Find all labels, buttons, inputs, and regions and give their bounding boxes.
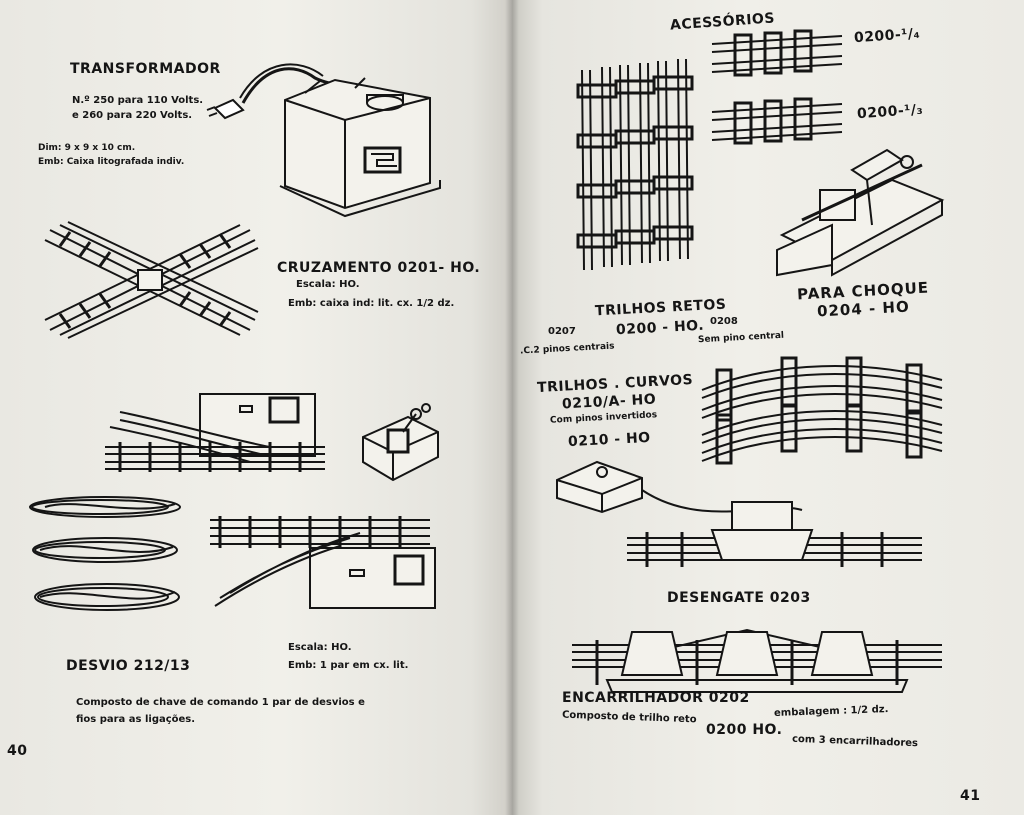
cruzamento-escala: Escala: HO. <box>296 279 360 290</box>
switch-track-illustration <box>100 392 335 480</box>
pinos-centrais: .C.2 pinos centrais <box>519 341 615 357</box>
desvio-escala: Escala: HO. <box>288 642 352 653</box>
composto-code: 0200 HO. <box>706 722 783 738</box>
composto-prefix: Composto de trilho reto <box>561 709 697 726</box>
code-0208: 0208 <box>710 316 738 327</box>
transformer-illustration <box>205 58 460 223</box>
straight-track-illustration <box>572 55 707 275</box>
sem-pino: Sem pino central <box>697 330 785 346</box>
curved-track-illustration <box>697 355 947 465</box>
desengate-title: DESENGATE 0203 <box>667 590 811 606</box>
para-choque-code: 0204 - HO <box>816 297 911 321</box>
transformador-line1: N.º 250 para 110 Volts. <box>72 95 204 106</box>
uncoupler-illustration <box>552 450 942 585</box>
book-spine <box>505 0 519 815</box>
trilhos-retos-title: TRILHOS RETOS <box>594 296 727 320</box>
crossing-track-illustration <box>40 220 260 340</box>
switch-track-illustration-2 <box>200 508 440 613</box>
transformador-title: TRANSFORMADOR <box>70 61 221 77</box>
cruzamento-title: CRUZAMENTO 0201- HO. <box>277 260 481 276</box>
composto-line2: fios para as ligações. <box>76 714 196 725</box>
right-page: ACESSÓRIOS 0200-¹/₄ 0200-¹/₃ <box>512 0 1024 815</box>
code-0210a: 0210/A- HO <box>561 391 657 413</box>
code-0210: 0210 - HO <box>567 429 652 451</box>
desvio-title: DESVIO 212/13 <box>66 658 191 674</box>
wire-coils-illustration <box>25 492 185 622</box>
page-number-right: 41 <box>960 788 981 804</box>
buffer-stop-illustration <box>772 140 947 280</box>
rerailer-illustration <box>567 620 947 700</box>
com-pinos: Com pinos invertidos <box>549 410 658 426</box>
transformador-line2: e 260 para 220 Volts. <box>72 110 193 121</box>
composto-suffix: com 3 encarrilhadores <box>791 733 919 750</box>
code-0200-ho: 0200 - HO. <box>615 317 705 339</box>
desvio-emb: Emb: 1 par em cx. lit. <box>288 660 409 671</box>
composto-line1: Composto de chave de comando 1 par de de… <box>76 697 365 708</box>
transformador-dim: Dim: 9 x 9 x 10 cm. <box>38 143 136 153</box>
code-0207: 0207 <box>548 326 576 337</box>
left-page: TRANSFORMADOR N.º 250 para 110 Volts. e … <box>0 0 512 815</box>
control-box-illustration <box>358 402 443 482</box>
code-1-3: 0200-¹/₃ <box>856 101 924 123</box>
embalagem: embalagem : 1/2 dz. <box>773 704 889 719</box>
straight-track-pair-illustration <box>710 30 845 150</box>
cruzamento-emb: Emb: caixa ind: lit. cx. 1/2 dz. <box>288 298 455 309</box>
page-number-left: 40 <box>7 743 28 759</box>
trilhos-curvos-title: TRILHOS . CURVOS <box>536 371 694 397</box>
code-1-4: 0200-¹/₄ <box>853 25 921 47</box>
transformador-emb: Emb: Caixa litografada indiv. <box>38 157 185 167</box>
encarrilhador-title: ENCARRILHADOR 0202 <box>562 690 750 706</box>
